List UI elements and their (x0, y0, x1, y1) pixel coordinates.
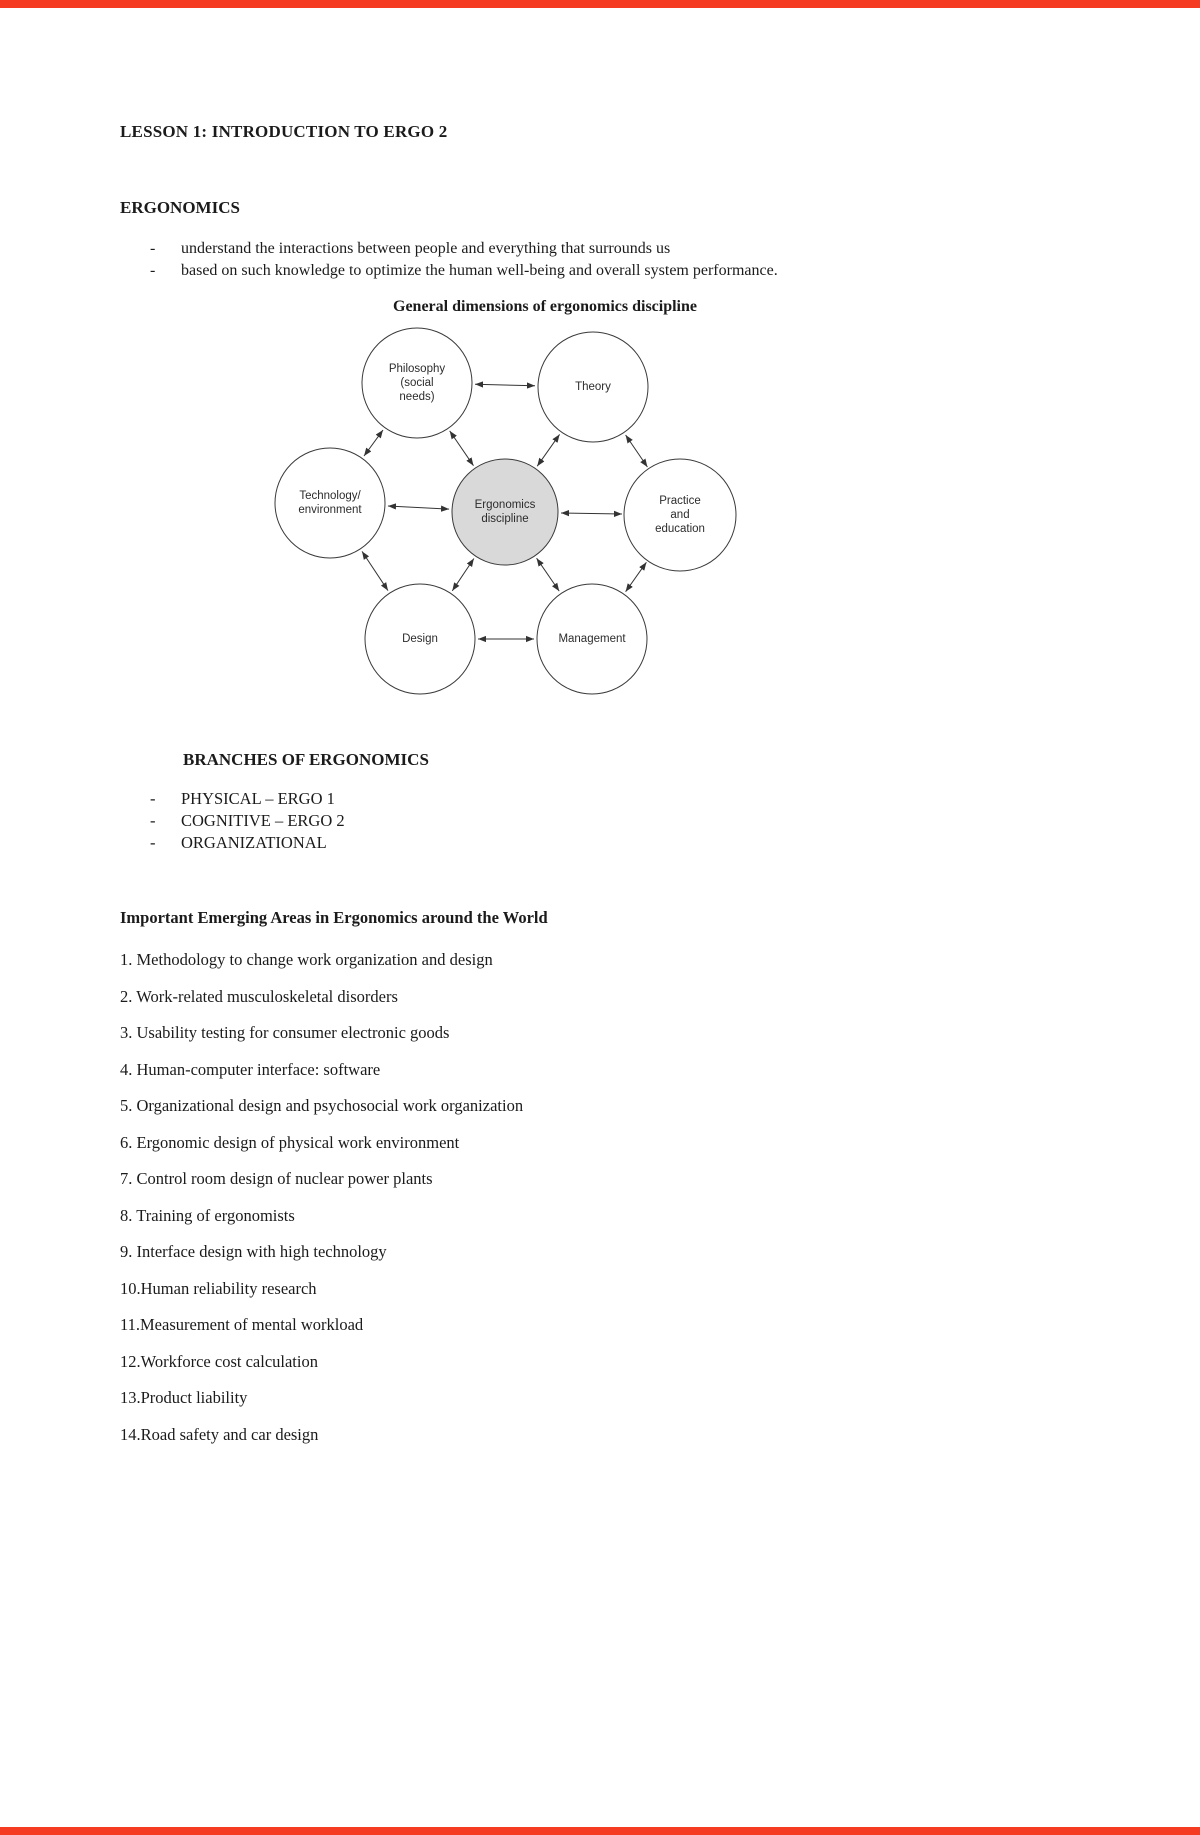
diagram-node-management: Management (558, 633, 626, 645)
dash-marker: - (150, 811, 156, 830)
dash-marker: - (150, 789, 156, 808)
list-item: 3. Usability testing for consumer electr… (120, 1023, 450, 1042)
list-item: 9. Interface design with high technology (120, 1242, 387, 1261)
branches-heading: BRANCHES OF ERGONOMICS (183, 750, 429, 769)
dash-marker: - (150, 262, 156, 279)
list-item: 10.Human reliability research (120, 1278, 317, 1298)
diagram-circles (274, 327, 737, 695)
list-item: - COGNITIVE – ERGO 2 (150, 810, 1080, 832)
ergonomics-bullet-list: - understand the interactions between pe… (120, 238, 1080, 282)
list-item: - understand the interactions between pe… (150, 238, 1080, 260)
ergonomics-center-circle (451, 458, 559, 566)
bottom-red-border (0, 1827, 1200, 1835)
list-item: 4. Human-computer interface: software (120, 1059, 381, 1079)
design-circle (364, 583, 476, 695)
list-item: 2. Work-related musculoskeletal disorder… (120, 986, 398, 1006)
dash-marker: - (150, 833, 156, 852)
emerging-areas-heading: Important Emerging Areas in Ergonomics a… (120, 908, 548, 927)
document-content: LESSON 1: INTRODUCTION TO ERGO 2 ERGONOM… (120, 122, 1080, 1445)
list-item: - PHYSICAL – ERGO 1 (150, 788, 1080, 810)
management-circle (536, 583, 648, 695)
list-item: 7. Control room design of nuclear power … (120, 1169, 433, 1188)
ergonomics-diagram: Philosophy (social needs) Theory Technol… (270, 324, 740, 706)
bullet-text: based on such knowledge to optimize the … (181, 262, 778, 279)
diagram-graphic (274, 327, 737, 695)
list-item: 5. Organizational design and psychosocia… (120, 1096, 524, 1115)
list-item: 14.Road safety and car design (120, 1424, 319, 1444)
ergonomics-heading: ERGONOMICS (120, 198, 240, 217)
top-red-border (0, 0, 1200, 8)
diagram-node-practice: Practice and education (655, 495, 705, 535)
diagram-arrows (361, 381, 648, 643)
diagram-node-technology: Technology/ environment (298, 490, 362, 516)
diagram-caption: General dimensions of ergonomics discipl… (393, 298, 697, 315)
branch-text: COGNITIVE – ERGO 2 (181, 811, 345, 830)
branches-list: - PHYSICAL – ERGO 1 - COGNITIVE – ERGO 2… (120, 788, 1080, 854)
branch-text: ORGANIZATIONAL (181, 833, 327, 852)
list-item: - ORGANIZATIONAL (150, 832, 1080, 854)
branch-text: PHYSICAL – ERGO 1 (181, 789, 335, 808)
diagram-node-theory: Theory (575, 381, 611, 393)
practice-circle (623, 458, 737, 572)
dash-marker: - (150, 240, 156, 257)
theory-circle (537, 331, 649, 443)
lesson-title: LESSON 1: INTRODUCTION TO ERGO 2 (120, 122, 448, 141)
list-item: 12.Workforce cost calculation (120, 1351, 318, 1371)
list-item: - based on such knowledge to optimize th… (150, 260, 1080, 282)
diagram-node-philosophy: Philosophy (social needs) (388, 363, 446, 403)
list-item: 13.Product liability (120, 1388, 248, 1407)
technology-circle (274, 447, 386, 559)
diagram-node-design: Design (402, 633, 438, 645)
bullet-text: understand the interactions between peop… (181, 240, 671, 257)
list-item: 8. Training of ergonomists (120, 1205, 295, 1225)
list-item: 6. Ergonomic design of physical work env… (120, 1132, 460, 1152)
list-item: 1. Methodology to change work organizati… (120, 950, 493, 969)
emerging-areas-list: 1. Methodology to change work organizati… (120, 950, 1080, 1445)
list-item: 11.Measurement of mental workload (120, 1315, 364, 1334)
philosophy-circle (361, 327, 473, 439)
diagram-node-center: Ergonomics discipline (474, 499, 536, 525)
